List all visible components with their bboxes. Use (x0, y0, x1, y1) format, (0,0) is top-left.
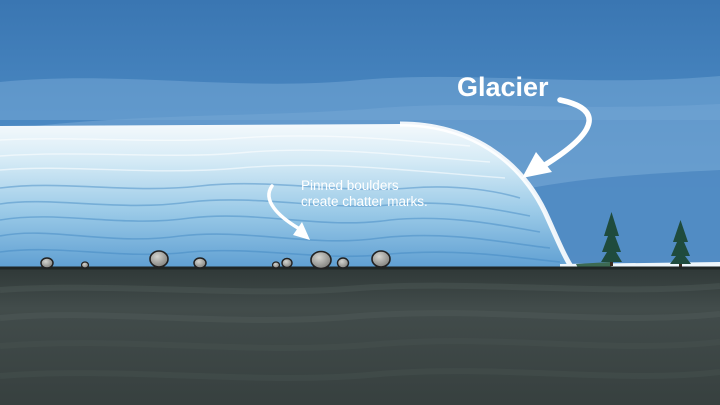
boulder-icon (193, 257, 207, 269)
boulder-icon (281, 257, 293, 269)
rock-band (0, 338, 720, 351)
bedrock (0, 266, 720, 405)
ice-layer (0, 149, 491, 163)
ice-layer (0, 248, 561, 263)
ice-layer (0, 199, 531, 217)
boulders-label-line2: create chatter marks. (301, 194, 428, 209)
boulder-icon (40, 257, 54, 269)
boulder-icon (149, 250, 169, 268)
bedrock-base (0, 267, 720, 405)
rock-band (0, 282, 720, 295)
arrowhead (293, 222, 310, 240)
glacier (0, 121, 575, 270)
rock-band (0, 310, 720, 323)
ice-layer (0, 135, 471, 147)
boulder-icon (80, 261, 90, 269)
ice-layer (0, 232, 551, 249)
rock-band (0, 368, 720, 381)
ice-layer (0, 164, 506, 179)
boulder-icon (371, 250, 391, 268)
glacier-ice (0, 124, 572, 268)
conifer-tree-icon (601, 212, 622, 266)
boulders-label-line1: Pinned boulders (301, 178, 399, 193)
boulder-icon (310, 250, 332, 270)
far-hill (520, 170, 720, 268)
curved-arrow-icon (267, 184, 300, 230)
conifer-tree-icon (670, 220, 691, 268)
curved-arrow-icon (537, 97, 592, 171)
glacier-snout (399, 121, 575, 270)
boulder-icon (271, 261, 281, 269)
boulders (40, 250, 391, 270)
arrowhead (522, 152, 552, 178)
ice-layer (0, 182, 521, 199)
boulder-icon (336, 257, 350, 269)
glacier-label: Glacier (457, 72, 549, 102)
